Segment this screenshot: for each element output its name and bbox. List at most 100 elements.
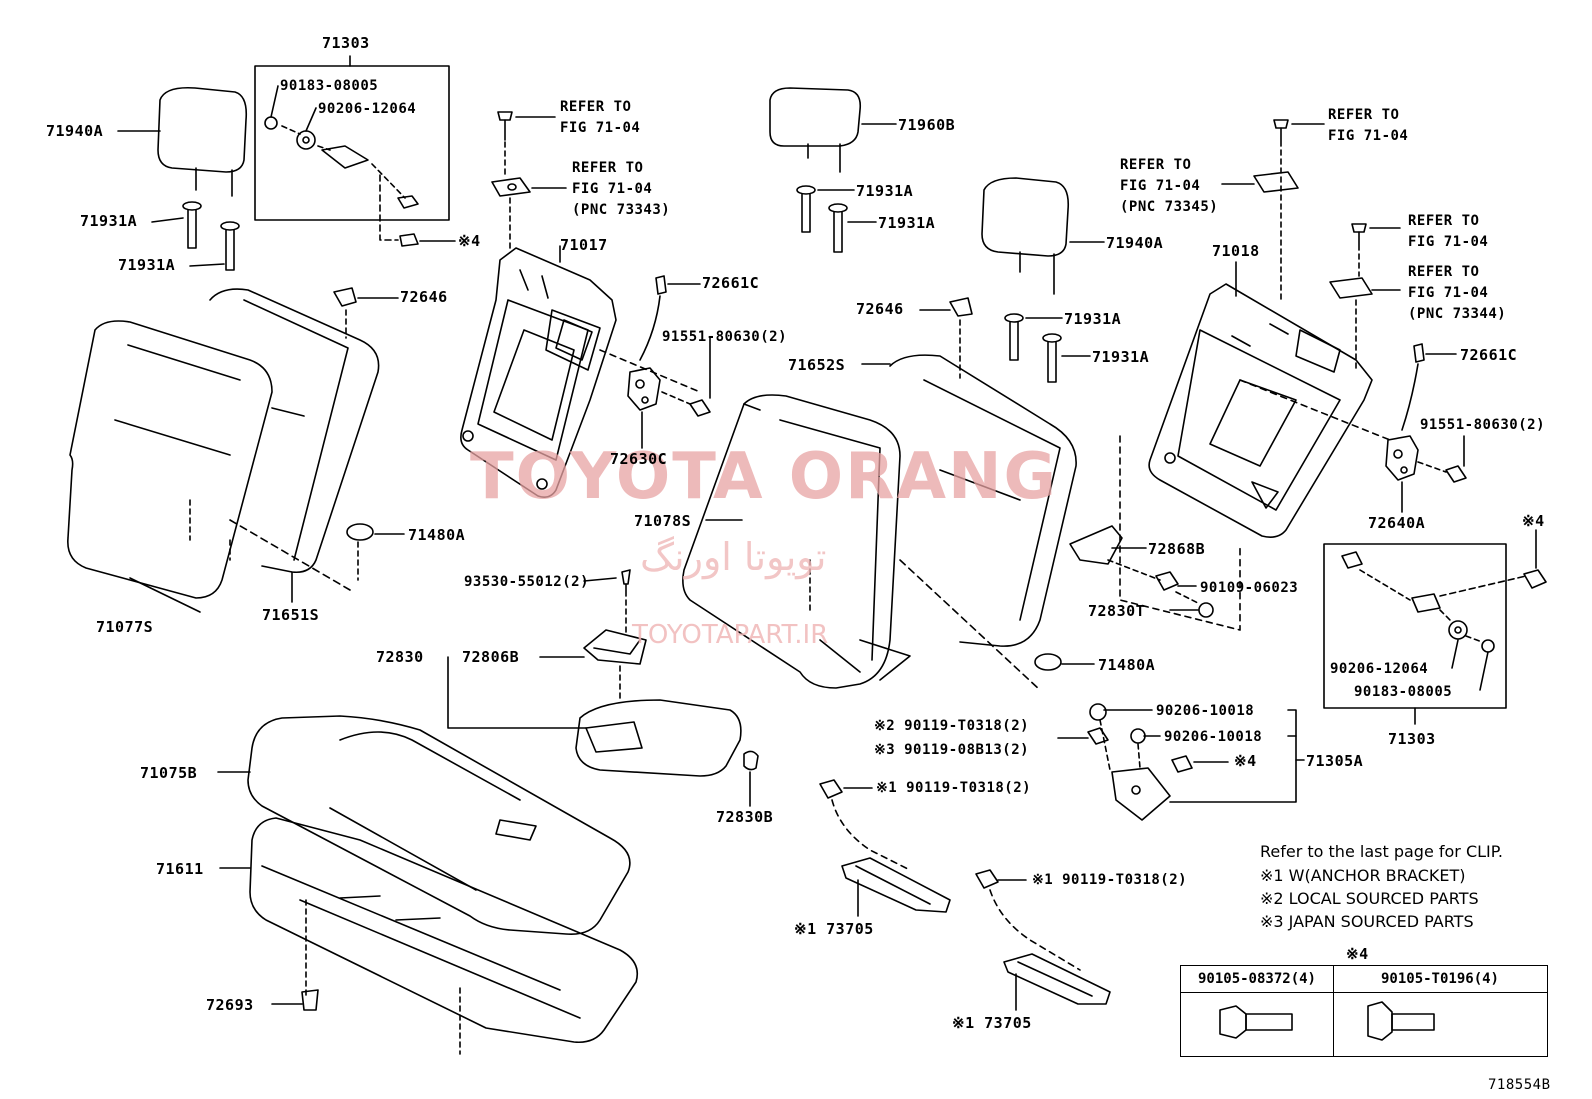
bolt-90109 — [1156, 572, 1213, 617]
label-71931A-m1: 71931A — [856, 182, 914, 200]
figure-number: 718554B — [1488, 1077, 1551, 1093]
bracket-72868B — [1070, 526, 1160, 580]
label-72693: 72693 — [206, 996, 254, 1014]
label-72830T: 72830T — [1088, 602, 1146, 620]
label-72630C: 72630C — [610, 450, 668, 468]
label-71652S: 71652S — [788, 356, 846, 374]
label-90206-10018-a: 90206-10018 — [1156, 703, 1255, 719]
clip-72646-middle — [920, 298, 972, 378]
plate-refer-6 — [1330, 278, 1400, 368]
pins-left — [152, 202, 239, 270]
clip-box-right — [1324, 530, 1546, 724]
label-73705-b: ※1 73705 — [952, 1014, 1032, 1032]
label-71303-top: 71303 — [322, 34, 370, 52]
label-72661C-right: 72661C — [1460, 346, 1518, 364]
table-col2: 90105-T0196(4) — [1333, 966, 1547, 993]
latch-72640A — [1386, 436, 1418, 512]
refer2-line1: REFER TO — [572, 160, 644, 176]
watermark-farsi: تویوتا اورنگ — [640, 535, 827, 579]
label-sym4-left: ※4 — [458, 232, 481, 250]
label-91551-right: 91551-80630(2) — [1420, 417, 1546, 433]
label-sym1-b: ※1 90119-T0318(2) — [1032, 872, 1188, 888]
refer3-line1: REFER TO — [1120, 157, 1192, 173]
label-91551-left: 91551-80630(2) — [662, 329, 788, 345]
label-71931A-l2: 71931A — [118, 256, 176, 274]
label-71480A-left: 71480A — [408, 526, 466, 544]
refer2-line3: (PNC 73343) — [572, 202, 671, 218]
bolt-table: 90105-08372(4) 90105-T0196(4) — [1180, 965, 1548, 1057]
label-71078S: 71078S — [634, 512, 692, 530]
table-divider — [1333, 966, 1334, 1056]
refer5-line2: FIG 71-04 — [1408, 234, 1489, 250]
note-3: ※3 JAPAN SOURCED PARTS — [1260, 912, 1474, 931]
label-sym2: ※2 90119-T0318(2) — [874, 718, 1030, 734]
bolt-refer-4 — [1274, 120, 1324, 300]
refer3-line2: FIG 71-04 — [1120, 178, 1201, 194]
refer3-line3: (PNC 73345) — [1120, 199, 1219, 215]
refer5-line1: REFER TO — [1408, 213, 1480, 229]
pins-middle — [797, 186, 876, 252]
refer2-line2: FIG 71-04 — [572, 181, 653, 197]
armrest — [448, 570, 758, 806]
frame-71018 — [1120, 262, 1390, 630]
label-sym4-mid: ※4 — [1234, 752, 1257, 770]
cushion-frame — [220, 818, 637, 1054]
pins-right — [1005, 314, 1090, 382]
label-sym1-a: ※1 90119-T0318(2) — [876, 780, 1032, 796]
frame-71017 — [461, 246, 700, 497]
label-71077S: 71077S — [96, 618, 154, 636]
headrest-middle — [770, 88, 896, 172]
bolt-refer-5 — [1352, 224, 1400, 276]
note-clip: Refer to the last page for CLIP. — [1260, 842, 1503, 861]
label-71075B: 71075B — [140, 764, 198, 782]
seat-cushion — [218, 716, 630, 934]
refer1-line1: REFER TO — [560, 99, 632, 115]
label-72830: 72830 — [376, 648, 424, 666]
label-93530: 93530-55012(2) — [464, 574, 590, 590]
table-title: ※4 — [1346, 945, 1369, 963]
watermark-site: TOYOTAPART.IR — [632, 620, 829, 650]
label-72868B: 72868B — [1148, 540, 1206, 558]
label-71940A-left: 71940A — [46, 122, 104, 140]
plate-refer-3 — [1222, 172, 1298, 192]
label-90183-08005-right: 90183-08005 — [1354, 684, 1453, 700]
bolt-91551-left — [662, 338, 710, 416]
latch-72630C — [628, 368, 660, 448]
label-sym4-right: ※4 — [1522, 512, 1545, 530]
label-90109: 90109-06023 — [1200, 580, 1299, 596]
cap-71480A-middle — [1035, 654, 1094, 670]
label-71931A-m3: 71931A — [1064, 310, 1122, 328]
refer4-line1: REFER TO — [1328, 107, 1400, 123]
headrest-left — [118, 88, 246, 196]
anchor-bracket-1 — [820, 780, 950, 916]
refer6-line3: (PNC 73344) — [1408, 306, 1507, 322]
seatback-middle — [683, 395, 910, 688]
label-71931A-l1: 71931A — [80, 212, 138, 230]
label-73705-a: ※1 73705 — [794, 920, 874, 938]
label-72661C-left: 72661C — [702, 274, 760, 292]
label-72646-left: 72646 — [400, 288, 448, 306]
label-90183-08005-top: 90183-08005 — [280, 78, 379, 94]
clip-box-top — [255, 56, 455, 246]
label-71018: 71018 — [1212, 242, 1260, 260]
note-1: ※1 W(ANCHOR BRACKET) — [1260, 866, 1466, 885]
label-72830B: 72830B — [716, 808, 774, 826]
label-71651S: 71651S — [262, 606, 320, 624]
label-72806B: 72806B — [462, 648, 520, 666]
bolt-refer-1 — [498, 112, 555, 178]
anchor-bracket-2 — [976, 870, 1110, 1010]
label-71940A-right: 71940A — [1106, 234, 1164, 252]
refer6-line2: FIG 71-04 — [1408, 285, 1489, 301]
clip-72646-left — [334, 288, 398, 338]
seatback-left — [68, 321, 272, 612]
note-2: ※2 LOCAL SOURCED PARTS — [1260, 889, 1479, 908]
label-71931A-m4: 71931A — [1092, 348, 1150, 366]
refer4-line2: FIG 71-04 — [1328, 128, 1409, 144]
cable-72661C-left — [640, 276, 700, 360]
seatback-cover-middle — [862, 355, 1076, 690]
label-71611: 71611 — [156, 860, 204, 878]
label-90206-10018-b: 90206-10018 — [1164, 729, 1263, 745]
label-71303-right: 71303 — [1388, 730, 1436, 748]
